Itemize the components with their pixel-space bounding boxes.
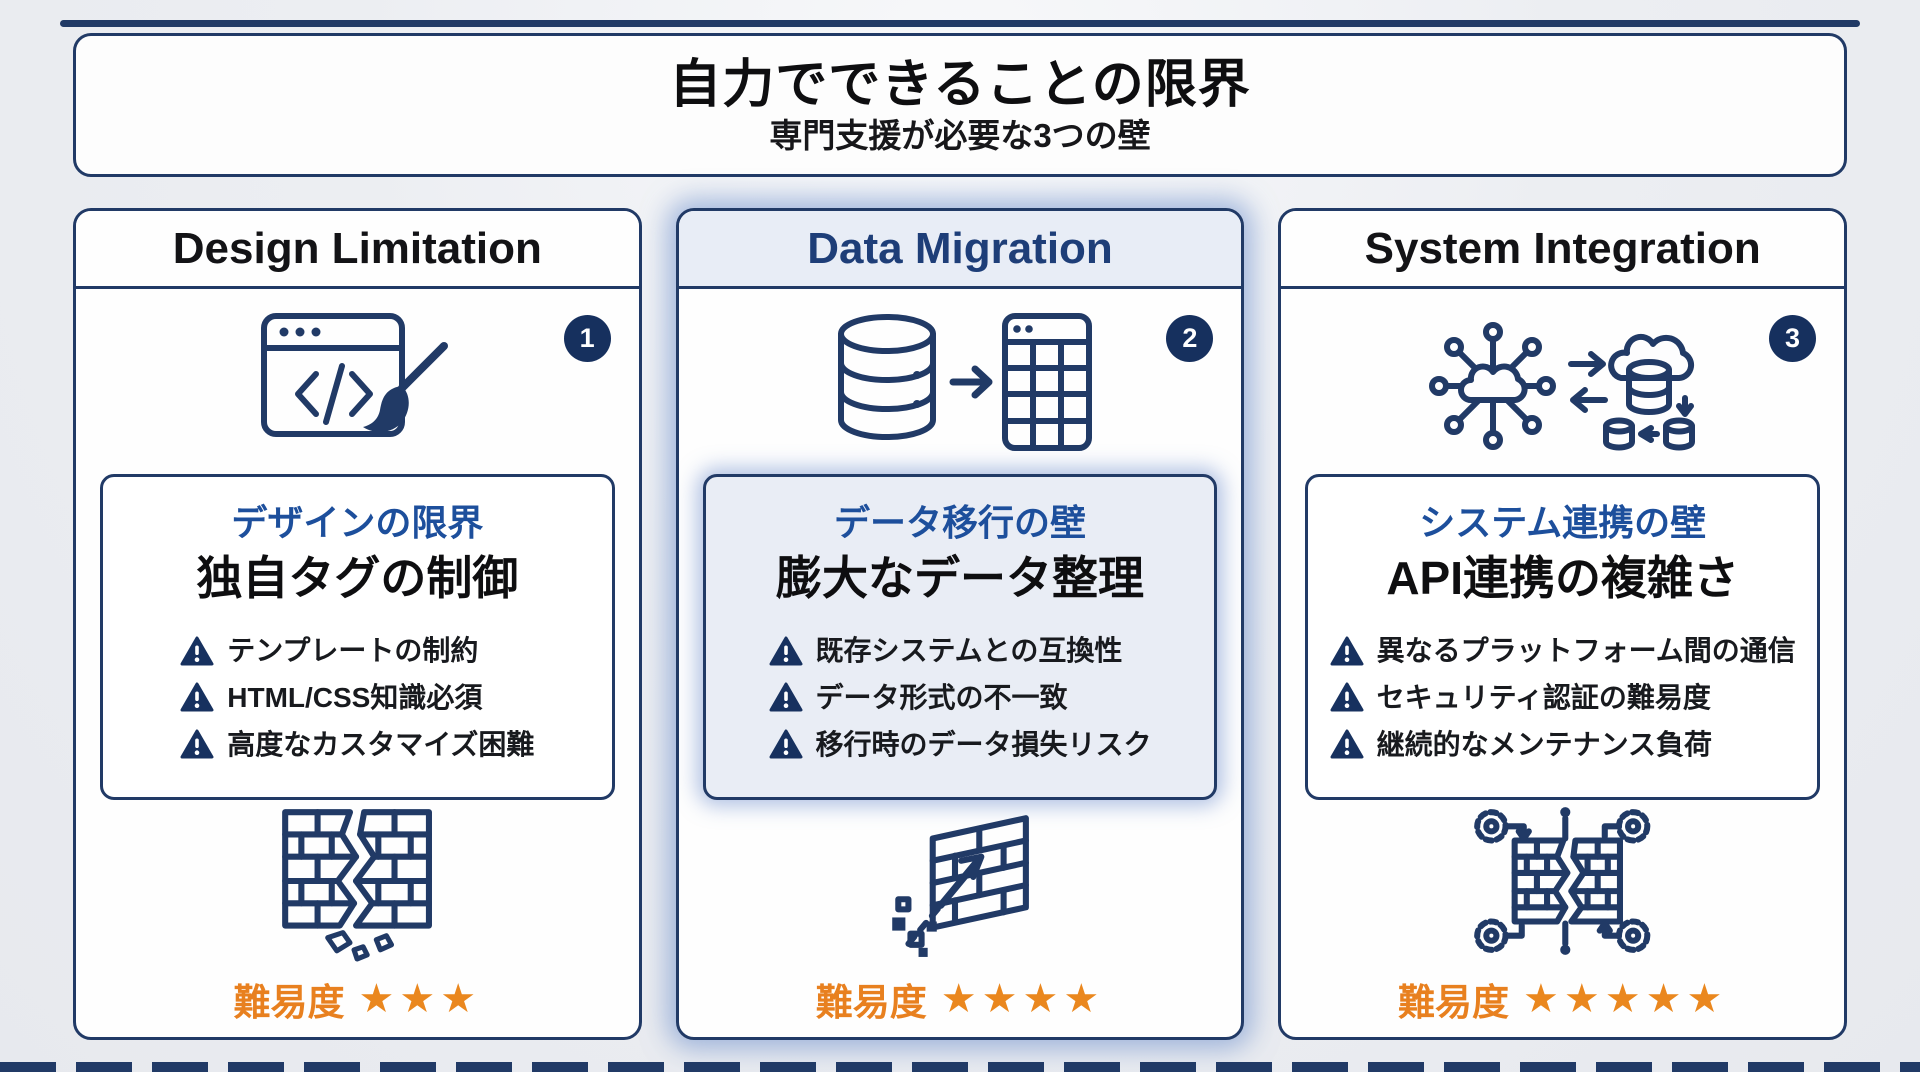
issue-text: データ形式の不一致 xyxy=(815,682,1068,713)
card-title: System Integration xyxy=(1281,211,1845,290)
issue-item: 既存システムとの互換性 xyxy=(769,632,1152,670)
issue-list: 異なるプラットフォーム間の通信 セキュリティ認証の難易度 継続的なメンテナンス負… xyxy=(1330,623,1796,772)
wall-detail-box: データ移行の壁 膨大なデータ整理 既存システムとの互換性 データ形式の不一致 移… xyxy=(702,474,1218,800)
page-title: 自力でできることの限界 xyxy=(669,55,1251,114)
wall-heading: 独自タグの制御 xyxy=(196,551,519,604)
wall-heading: API連携の複雑さ xyxy=(1386,551,1740,604)
wall-label: システム連携の壁 xyxy=(1419,502,1707,544)
wall-gears-icon xyxy=(1474,806,1651,955)
difficulty-label: 難易度 xyxy=(233,982,345,1024)
header-box: 自力でできることの限界 専門支援が必要な3つの壁 xyxy=(73,33,1847,177)
card-icon-area xyxy=(679,289,1242,474)
wall-breakthrough-arrow-icon xyxy=(892,814,1029,957)
difficulty-label: 難易度 xyxy=(1398,982,1510,1024)
issue-item: 高度なカスタマイズ困難 xyxy=(180,726,534,764)
difficulty-row: 難易度 ★★★★ xyxy=(679,962,1242,1037)
issue-text: 高度なカスタマイズ困難 xyxy=(227,728,535,760)
database-to-table-icon xyxy=(838,312,1092,451)
wall-detail-box: デザインの限界 独自タグの制御 テンプレートの制約 HTML/CSS知識必須 高… xyxy=(100,474,615,800)
card-bottom-icon-area xyxy=(1281,800,1844,962)
cloud-network-sync-icon xyxy=(1428,321,1695,451)
cards-row: Design Limitation 1 xyxy=(73,208,1848,1040)
issue-text: HTML/CSS知識必須 xyxy=(227,682,483,713)
issue-text: 異なるプラットフォーム間の通信 xyxy=(1376,635,1796,667)
difficulty-stars: ★★★★ xyxy=(940,977,1105,1022)
issue-item: 異なるプラットフォーム間の通信 xyxy=(1330,632,1796,670)
number-badge: 1 xyxy=(563,315,611,362)
card-icon-area xyxy=(76,289,639,474)
card-system-integration: System Integration 3 xyxy=(1278,208,1848,1040)
card-bottom-icon-area xyxy=(76,800,639,962)
issue-item: HTML/CSS知識必須 xyxy=(180,679,534,717)
wall-detail-box: システム連携の壁 API連携の複雑さ 異なるプラットフォーム間の通信 セキュリテ… xyxy=(1305,474,1821,800)
cracked-wall-icon xyxy=(282,808,433,962)
page-subtitle: 専門支援が必要な3つの壁 xyxy=(769,116,1151,154)
difficulty-label: 難易度 xyxy=(815,982,927,1024)
warning-icon xyxy=(769,682,802,712)
issue-list: 既存システムとの互換性 データ形式の不一致 移行時のデータ損失リスク xyxy=(769,623,1152,772)
browser-code-paintbrush-icon xyxy=(261,312,449,437)
number-badge: 2 xyxy=(1166,315,1214,362)
difficulty-row: 難易度 ★★★★★ xyxy=(1281,962,1844,1037)
number-badge: 3 xyxy=(1769,315,1817,362)
issue-text: テンプレートの制約 xyxy=(227,635,479,667)
warning-icon xyxy=(769,636,802,666)
issue-item: データ形式の不一致 xyxy=(769,679,1152,717)
wall-label: デザインの限界 xyxy=(231,502,484,544)
issue-item: テンプレートの制約 xyxy=(180,632,534,670)
issue-item: 継続的なメンテナンス負荷 xyxy=(1330,726,1796,764)
warning-icon xyxy=(769,729,802,759)
warning-icon xyxy=(1330,636,1364,666)
card-title: Design Limitation xyxy=(76,211,639,290)
difficulty-stars: ★★★★★ xyxy=(1523,977,1728,1022)
card-data-migration: Data Migration 2 xyxy=(675,208,1245,1040)
difficulty-stars: ★★★ xyxy=(358,977,482,1022)
card-bottom-icon-area xyxy=(679,800,1242,962)
difficulty-row: 難易度 ★★★ xyxy=(76,962,639,1037)
issue-item: セキュリティ認証の難易度 xyxy=(1330,679,1796,717)
issue-text: 既存システムとの互換性 xyxy=(815,635,1123,667)
infographic-frame: 自力でできることの限界 専門支援が必要な3つの壁 Design Limitati… xyxy=(73,33,1848,1040)
warning-icon xyxy=(180,636,214,666)
card-icon-area xyxy=(1281,289,1844,474)
issue-item: 移行時のデータ損失リスク xyxy=(769,726,1152,764)
card-design-limitation: Design Limitation 1 xyxy=(73,208,642,1040)
issue-text: 継続的なメンテナンス負荷 xyxy=(1376,728,1713,760)
warning-icon xyxy=(1330,682,1364,712)
warning-icon xyxy=(1330,729,1364,759)
wall-heading: 膨大なデータ整理 xyxy=(776,551,1144,604)
top-divider xyxy=(60,20,1860,27)
warning-icon xyxy=(180,682,214,712)
issue-text: セキュリティ認証の難易度 xyxy=(1376,682,1711,713)
card-title: Data Migration xyxy=(678,211,1242,290)
wall-label: データ移行の壁 xyxy=(834,502,1087,544)
issue-list: テンプレートの制約 HTML/CSS知識必須 高度なカスタマイズ困難 xyxy=(180,623,534,772)
warning-icon xyxy=(180,729,214,759)
bottom-dashed-divider xyxy=(0,1062,1920,1072)
issue-text: 移行時のデータ損失リスク xyxy=(815,728,1152,760)
